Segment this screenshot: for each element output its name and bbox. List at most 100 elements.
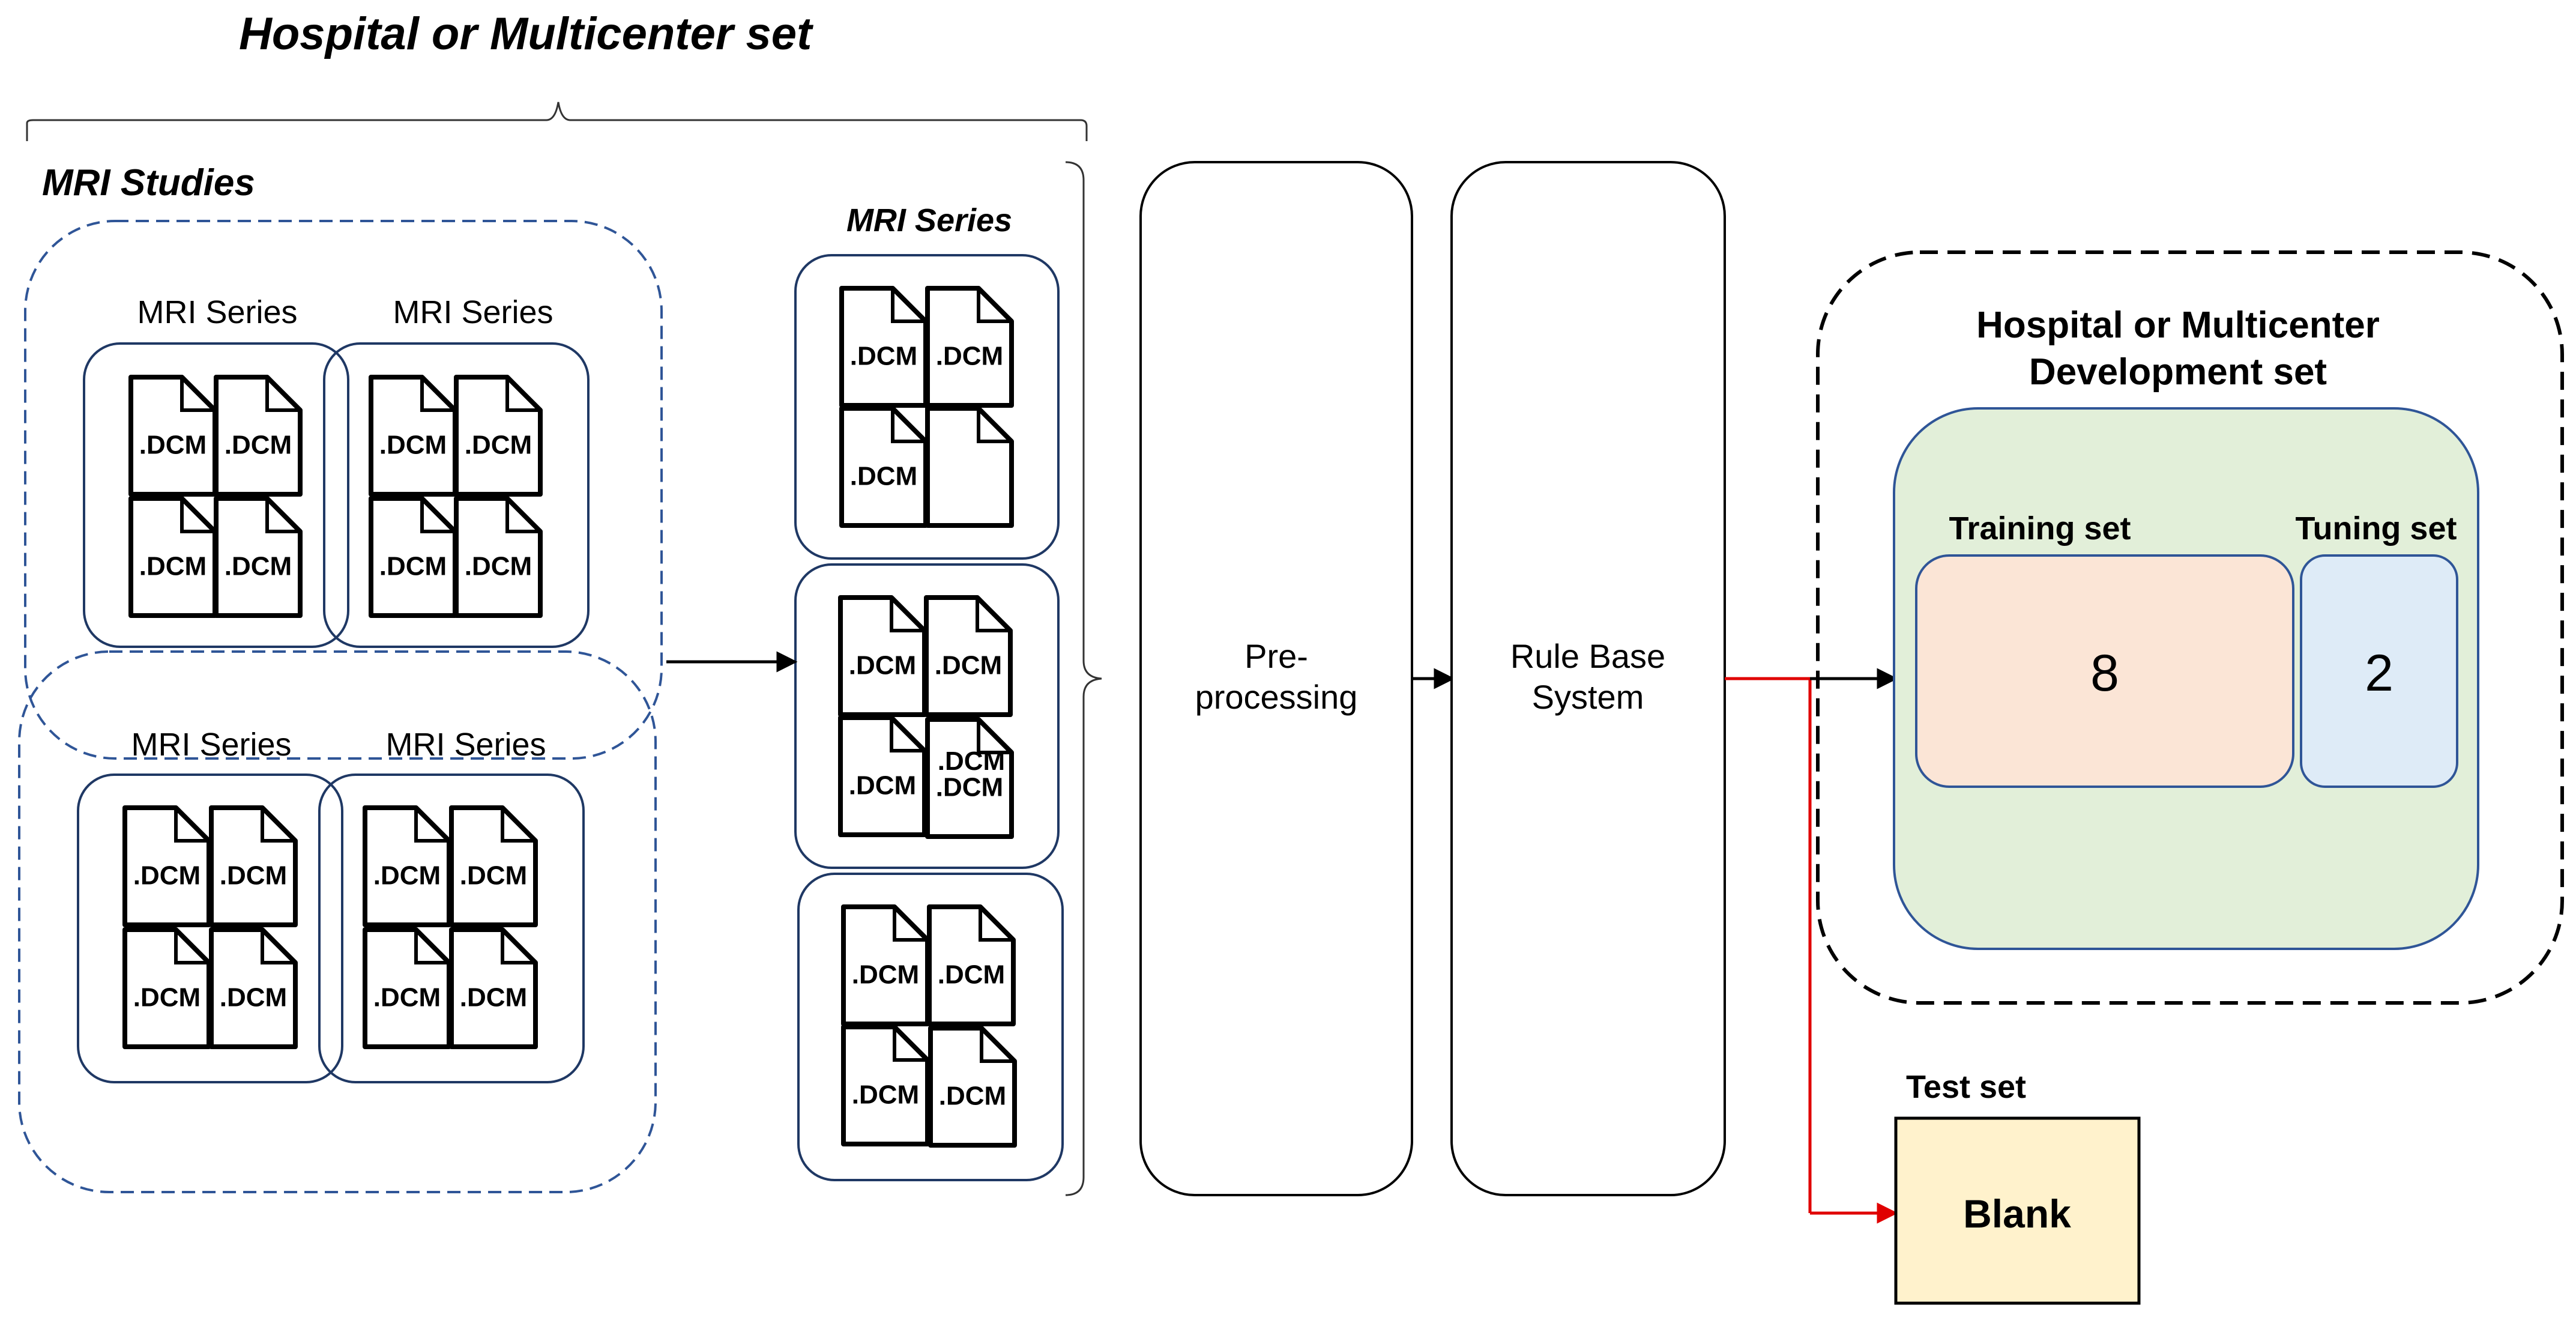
dcm-file-label: .DCM	[379, 431, 447, 460]
dcm-file-label: .DCM	[852, 960, 919, 990]
dcm-file-icon: .DCM	[214, 375, 303, 497]
dcm-file-label: .DCM	[225, 552, 292, 581]
document-fold-icon	[893, 907, 928, 942]
dcm-file-icon: .DCM	[363, 805, 451, 927]
study-series-box-2	[323, 342, 590, 648]
dcm-file-icon: .DCM	[841, 904, 930, 1026]
document-icon	[454, 375, 543, 497]
document-icon	[214, 375, 303, 497]
dcm-file-label: .DCM	[465, 431, 532, 460]
training-set-value: 8	[2090, 644, 2119, 702]
document-icon	[925, 717, 1014, 839]
document-icon	[925, 286, 1014, 408]
dcm-file-icon: .DCM	[363, 927, 451, 1049]
dcm-file-icon: .DCM	[449, 927, 538, 1049]
document-icon	[927, 904, 1016, 1026]
dcm-file-label: .DCM	[220, 861, 287, 891]
dcm-file-icon: .DCM	[369, 496, 457, 618]
document-fold-icon	[893, 1027, 928, 1062]
dcm-file-icon: .DCM	[369, 375, 457, 497]
tuning-set-box	[2300, 554, 2458, 788]
document-fold-icon	[977, 719, 1012, 754]
dcm-file-icon: .DCM	[838, 715, 927, 837]
main-title: Hospital or Multicenter set	[239, 8, 813, 59]
dcm-file-icon: .DCM	[839, 286, 928, 408]
document-fold-icon	[505, 377, 540, 412]
dcm-file-icon: .DCM	[927, 904, 1016, 1026]
document-fold-icon	[265, 377, 300, 412]
preprocessing-label-line2: processing	[1195, 678, 1358, 716]
document-fold-icon	[501, 930, 535, 964]
document-fold-icon	[979, 907, 1013, 942]
mri-studies-title: MRI Studies	[42, 162, 255, 204]
dcm-file-icon	[925, 406, 1014, 528]
dcm-file-label: .DCM	[379, 552, 447, 581]
series-brace	[1065, 161, 1102, 1196]
tuning-set-value: 2	[2365, 644, 2394, 702]
dcm-file-icons: .DCM.DCM.DCM.DCM.DCM.DCM.DCM.DCM.DCM.DCM…	[122, 286, 1017, 1148]
document-fold-icon	[414, 808, 449, 843]
study-series-label-4: MRI Series	[385, 727, 546, 763]
series-box-3	[797, 873, 1064, 1181]
document-fold-icon	[977, 288, 1012, 323]
document-fold-icon	[891, 288, 926, 323]
test-set-box	[1894, 1116, 2141, 1305]
development-title-line1: Hospital or Multicenter	[1976, 304, 2380, 346]
document-fold-icon	[174, 808, 209, 843]
rule-base-label-line2: System	[1532, 678, 1644, 716]
dcm-file-label: .DCM	[935, 651, 1002, 680]
dcm-file-label: .DCM	[133, 983, 201, 1013]
dcm-file-icon: .DCM	[214, 496, 303, 618]
dcm-file-label: .DCM	[849, 651, 916, 680]
document-icon	[838, 715, 927, 837]
document-fold-icon	[420, 377, 455, 412]
dcm-file-icon: .DCM	[454, 375, 543, 497]
document-fold-icon	[976, 598, 1010, 632]
preprocessing-label-line1: Pre-	[1244, 637, 1308, 675]
dcm-file-icon: .DCM	[449, 805, 538, 927]
dcm-file-label: .DCM	[939, 1082, 1006, 1111]
dcm-file-icon: .DCM	[122, 927, 211, 1049]
development-title-line2: Development set	[2029, 351, 2327, 393]
document-icon	[449, 927, 538, 1049]
tuning-set-label: Tuning set	[2296, 510, 2457, 546]
document-fold-icon	[265, 498, 300, 533]
series-box-2	[794, 563, 1060, 869]
document-fold-icon	[980, 1028, 1015, 1063]
document-fold-icon	[174, 930, 209, 964]
dcm-file-label: .DCM	[936, 773, 1003, 802]
study-series-box-3	[77, 774, 343, 1083]
dcm-file-icon: .DCM	[209, 927, 298, 1049]
series-extra-dcm-label: .DCM	[938, 746, 1005, 776]
dcm-file-icon: .DCM	[128, 496, 217, 618]
dcm-file-label: .DCM	[460, 861, 527, 891]
dcm-file-icon: .DCM	[838, 595, 927, 717]
document-icon	[454, 496, 543, 618]
document-fold-icon	[890, 598, 925, 632]
red-connector-top	[1725, 677, 1812, 1213]
development-dashed-container	[1816, 250, 2564, 1005]
dcm-file-icon: .DCM	[128, 375, 217, 497]
dcm-file-icon: .DCM	[209, 805, 298, 927]
document-icon	[924, 595, 1013, 717]
training-set-label: Training set	[1949, 510, 2131, 546]
dcm-file-label: .DCM	[460, 983, 527, 1013]
dcm-file-icon: .DCM	[454, 496, 543, 618]
document-fold-icon	[261, 808, 295, 843]
dcm-file-label: .DCM	[465, 552, 532, 581]
document-icon	[841, 1025, 930, 1146]
dcm-file-label: .DCM	[938, 960, 1005, 990]
mri-series-title: MRI Series	[846, 202, 1012, 238]
study-series-label-2: MRI Series	[393, 294, 553, 330]
dcm-file-label: .DCM	[850, 462, 917, 491]
study-series-label-1: MRI Series	[137, 294, 297, 330]
dcm-file-label: .DCM	[220, 983, 287, 1013]
mri-study-group-top	[24, 220, 663, 760]
document-icon	[214, 496, 303, 618]
dcm-file-icon: .DCM	[839, 406, 928, 528]
dcm-file-label: .DCM	[133, 861, 201, 891]
document-icon	[209, 927, 298, 1049]
dcm-file-icon: .DCM	[925, 717, 1014, 839]
mri-study-group-bottom	[18, 650, 657, 1193]
